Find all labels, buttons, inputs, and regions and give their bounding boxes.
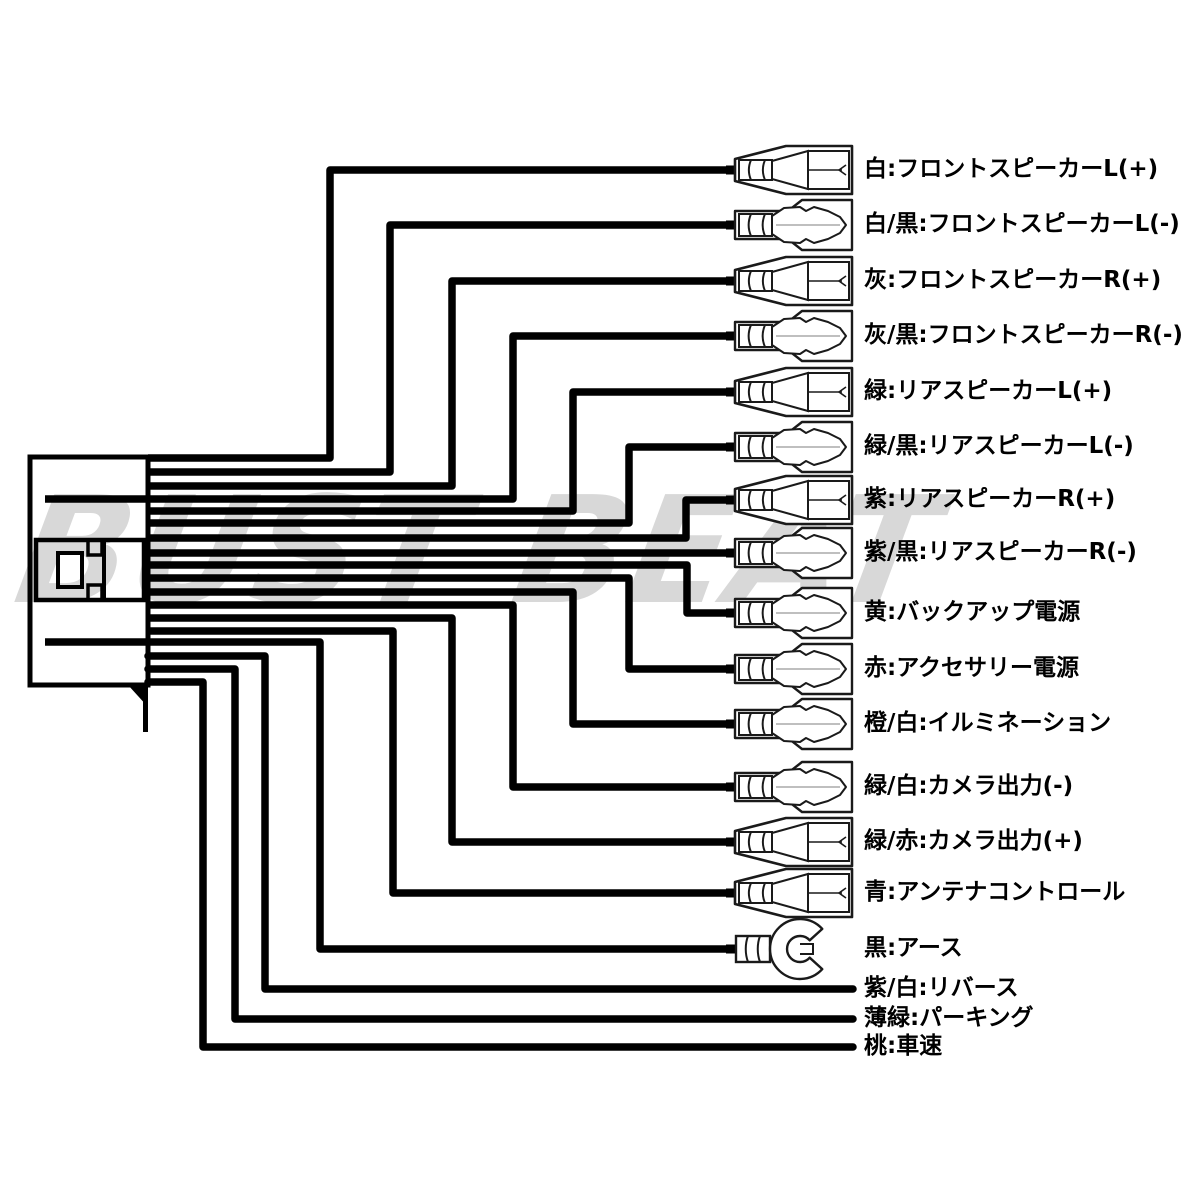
connector-housing: [27, 454, 151, 688]
wire-label-ground: 黒:アース: [864, 935, 963, 962]
wire-label-rear-speaker-l-minus: 緑/黒:リアスピーカーL(-): [864, 433, 1134, 460]
wire-accessory-power: [148, 574, 742, 673]
wire-label-front-speaker-l-plus: 白:フロントスピーカーL(+): [864, 156, 1159, 183]
faston-terminal-icon: [726, 420, 854, 474]
wire-front-speaker-r-minus: [45, 332, 742, 503]
wire-vehicle-speed: [144, 678, 857, 1051]
wire-label-reverse: 紫/白:リバース: [864, 975, 1019, 1002]
fork-terminal-icon: [726, 917, 824, 981]
wire-reverse: [144, 652, 857, 993]
terminals: [726, 144, 854, 981]
faston-terminal-icon: [726, 760, 854, 814]
wire-label-antenna-control: 青:アンテナコントロール: [864, 879, 1126, 906]
wire-label-rear-speaker-r-plus: 紫:リアスピーカーR(+): [864, 486, 1116, 513]
connector-block: [27, 454, 151, 732]
faston-terminal-icon: [726, 867, 854, 919]
faston-terminal-icon: [726, 144, 854, 196]
wire-label-front-speaker-r-plus: 灰:フロントスピーカーR(+): [864, 267, 1162, 294]
wire-label-backup-power: 黄:バックアップ電源: [864, 599, 1081, 626]
wire-label-front-speaker-l-minus: 白/黒:フロントスピーカーL(-): [864, 211, 1180, 238]
wire-camera-output-plus: [148, 614, 742, 846]
wire-illumination: [148, 588, 742, 728]
wire-rear-speaker-l-plus: [148, 388, 742, 515]
faston-terminal-icon: [726, 474, 854, 526]
wire-ground: [45, 638, 742, 953]
wire-label-camera-output-plus: 緑/赤:カメラ出力(+): [864, 828, 1083, 855]
wire-label-vehicle-speed: 桃:車速: [864, 1033, 943, 1060]
faston-terminal-icon: [726, 816, 854, 868]
connector-key-slot: [56, 551, 84, 589]
wire-front-speaker-r-plus: [148, 277, 742, 490]
wire-label-rear-speaker-r-minus: 紫/黒:リアスピーカーR(-): [864, 539, 1137, 566]
wire-label-accessory-power: 赤:アクセサリー電源: [864, 655, 1080, 682]
wire-front-speaker-l-plus: [148, 166, 742, 462]
wire-parking: [144, 665, 857, 1023]
wire-rear-speaker-l-minus: [148, 443, 742, 527]
wire-label-front-speaker-r-minus: 灰/黒:フロントスピーカーR(-): [864, 322, 1183, 349]
faston-terminal-icon: [726, 198, 854, 252]
wire-label-illumination: 橙/白:イルミネーション: [864, 710, 1112, 737]
wire-front-speaker-l-minus: [148, 221, 742, 476]
wire-label-rear-speaker-l-plus: 緑:リアスピーカーL(+): [864, 378, 1113, 405]
faston-terminal-icon: [726, 309, 854, 363]
faston-terminal-icon: [726, 255, 854, 307]
connector-plug-face: [33, 537, 147, 603]
faston-terminal-icon: [726, 586, 854, 640]
wire-camera-output-minus: [148, 601, 742, 791]
wire-label-parking: 薄緑:パーキング: [864, 1005, 1034, 1032]
wire-backup-power: [148, 561, 742, 617]
wire-label-camera-output-minus: 緑/白:カメラ出力(-): [864, 773, 1074, 800]
wire-antenna-control: [148, 627, 742, 897]
wire-rear-speaker-r-plus: [148, 496, 742, 542]
wires: [45, 166, 857, 1051]
faston-terminal-icon: [726, 697, 854, 751]
faston-terminal-icon: [726, 366, 854, 418]
faston-terminal-icon: [726, 642, 854, 696]
faston-terminal-icon: [726, 526, 854, 580]
